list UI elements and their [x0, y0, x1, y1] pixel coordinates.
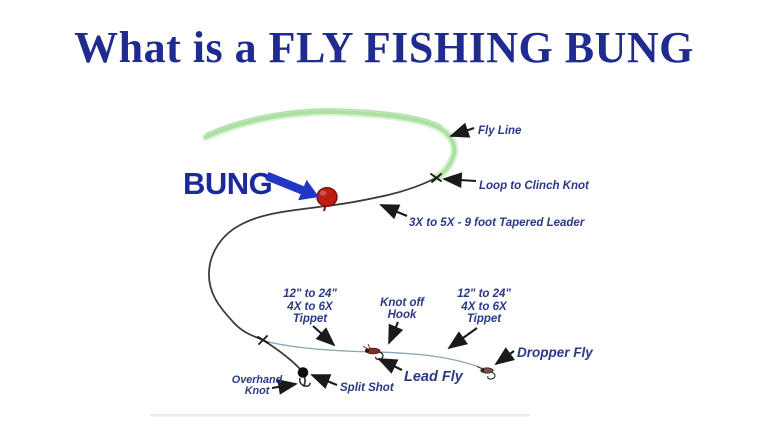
- dropper-fly-drawing: [476, 365, 496, 380]
- split-shot-arrow: [310, 374, 338, 389]
- split-shot-weight: [297, 367, 309, 378]
- label-lead-fly: Lead Fly: [404, 369, 464, 385]
- tippet-knot-mark: [257, 335, 269, 345]
- fly-line-curve: [202, 107, 459, 182]
- label-tippet-right-line2: 4X to 6X: [460, 301, 508, 313]
- label-overhand-line2: Knot: [245, 385, 270, 397]
- label-tapered-leader: 3X to 5X - 9 foot Tapered Leader: [409, 217, 585, 229]
- tapered-leader-line: [208, 177, 437, 372]
- fly-line-arrow: [449, 122, 475, 138]
- label-loop-to-clinch-knot: Loop to Clinch Knot: [479, 180, 590, 192]
- label-split-shot: Split Shot: [340, 382, 395, 394]
- label-tippet-left-line1: 12" to 24": [283, 288, 337, 300]
- knot-off-hook-arrow: [388, 321, 404, 345]
- label-tippet-right-line3: Tippet: [467, 313, 502, 325]
- page-title: What is a FLY FISHING BUNG: [74, 23, 694, 72]
- label-fly-line: Fly Line: [478, 125, 522, 137]
- label-tippet-right-line1: 12" to 24": [457, 288, 511, 300]
- label-knot-off-line2: Hook: [388, 309, 417, 321]
- loop-knot-arrow: [442, 172, 477, 188]
- tippet-left-arrow: [312, 325, 336, 347]
- tapered-leader-arrow: [379, 204, 408, 220]
- label-knot-off-line1: Knot off: [380, 297, 425, 309]
- label-knot-off-hook: Knot off Hook: [380, 297, 425, 321]
- bung-arrow: [265, 172, 319, 201]
- bung-indicator: [316, 186, 338, 212]
- lead-fly-arrow: [377, 358, 403, 374]
- label-tippet-left: 12" to 24" 4X to 6X Tippet: [283, 288, 337, 325]
- label-tippet-left-line3: Tippet: [293, 313, 328, 325]
- overhand-knot-arrow: [271, 379, 298, 395]
- dropper-fly-arrow: [494, 347, 515, 366]
- background-smudge: [150, 414, 530, 417]
- label-tippet-right: 12" to 24" 4X to 6X Tippet: [457, 288, 511, 325]
- label-overhand-line1: Overhand: [232, 374, 283, 386]
- label-tippet-left-line2: 4X to 6X: [286, 301, 334, 313]
- label-overhand-knot: Overhand Knot: [232, 374, 283, 397]
- loop-to-clinch-knot-mark: [430, 173, 442, 183]
- lead-fly-drawing: [362, 343, 384, 361]
- bung-label: BUNG: [183, 166, 273, 201]
- tippet-right-arrow: [447, 327, 478, 350]
- label-dropper-fly: Dropper Fly: [517, 345, 594, 360]
- overhand-knot-hook: [299, 377, 311, 387]
